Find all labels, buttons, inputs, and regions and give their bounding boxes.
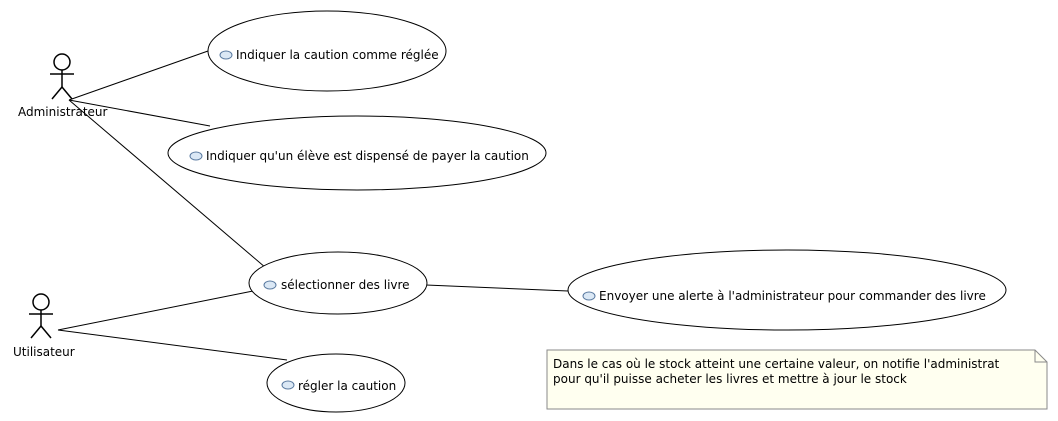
use-case-icon (189, 151, 203, 161)
actor-right-leg (40, 325, 52, 339)
use-case-icon (219, 50, 233, 60)
use-case-label: sélectionner des livre (281, 278, 410, 292)
note-line-2: pour qu'il puisse acheter les livres et … (553, 372, 907, 386)
use-case-label: Indiquer qu'un élève est dispensé de pay… (206, 149, 529, 163)
use-case-icon (263, 280, 277, 290)
note-fold (1034, 350, 1047, 363)
use-case-ellipse (567, 249, 1007, 331)
use-case-ellipse (266, 353, 406, 413)
use-case-label: régler la caution (298, 379, 396, 393)
actor-left-leg (30, 325, 42, 339)
use-case-ellipse (167, 115, 547, 191)
actor-left-leg (51, 86, 63, 100)
association-user-uc5 (57, 329, 288, 361)
use-case-uc1[interactable]: Indiquer la caution comme réglée (207, 10, 447, 92)
use-case-ellipse (248, 251, 428, 315)
use-case-uc2[interactable]: Indiquer qu'un élève est dispensé de pay… (167, 115, 547, 191)
actor-right-leg (61, 86, 73, 100)
use-case-label: Envoyer une alerte à l'administrateur po… (599, 289, 986, 303)
actor-label-administrateur: Administrateur (18, 105, 108, 119)
use-case-icon (281, 380, 295, 390)
use-case-ellipse (207, 10, 447, 92)
note-shape (546, 349, 1048, 410)
association-admin-uc3 (68, 99, 267, 269)
use-case-uc3[interactable]: sélectionner des livre (248, 251, 428, 315)
use-case-uc4[interactable]: Envoyer une alerte à l'administrateur po… (567, 249, 1007, 331)
use-case-label: Indiquer la caution comme réglée (236, 48, 439, 62)
association-admin-uc1 (68, 50, 209, 101)
note: Dans le cas où le stock atteint une cert… (546, 349, 1048, 410)
association-user-uc3 (57, 290, 254, 331)
actor-administrateur[interactable] (50, 53, 74, 100)
association-admin-uc2 (68, 99, 211, 127)
use-case-icon (582, 291, 596, 301)
association-lines (57, 50, 569, 361)
association-uc3-uc4 (425, 284, 569, 292)
note-line-1: Dans le cas où le stock atteint une cert… (553, 357, 1000, 371)
actor-head (53, 53, 71, 71)
use-case-uc5[interactable]: régler la caution (266, 353, 406, 413)
actor-head (32, 293, 50, 311)
actor-label-utilisateur: Utilisateur (13, 345, 75, 359)
actor-utilisateur[interactable] (29, 293, 53, 339)
